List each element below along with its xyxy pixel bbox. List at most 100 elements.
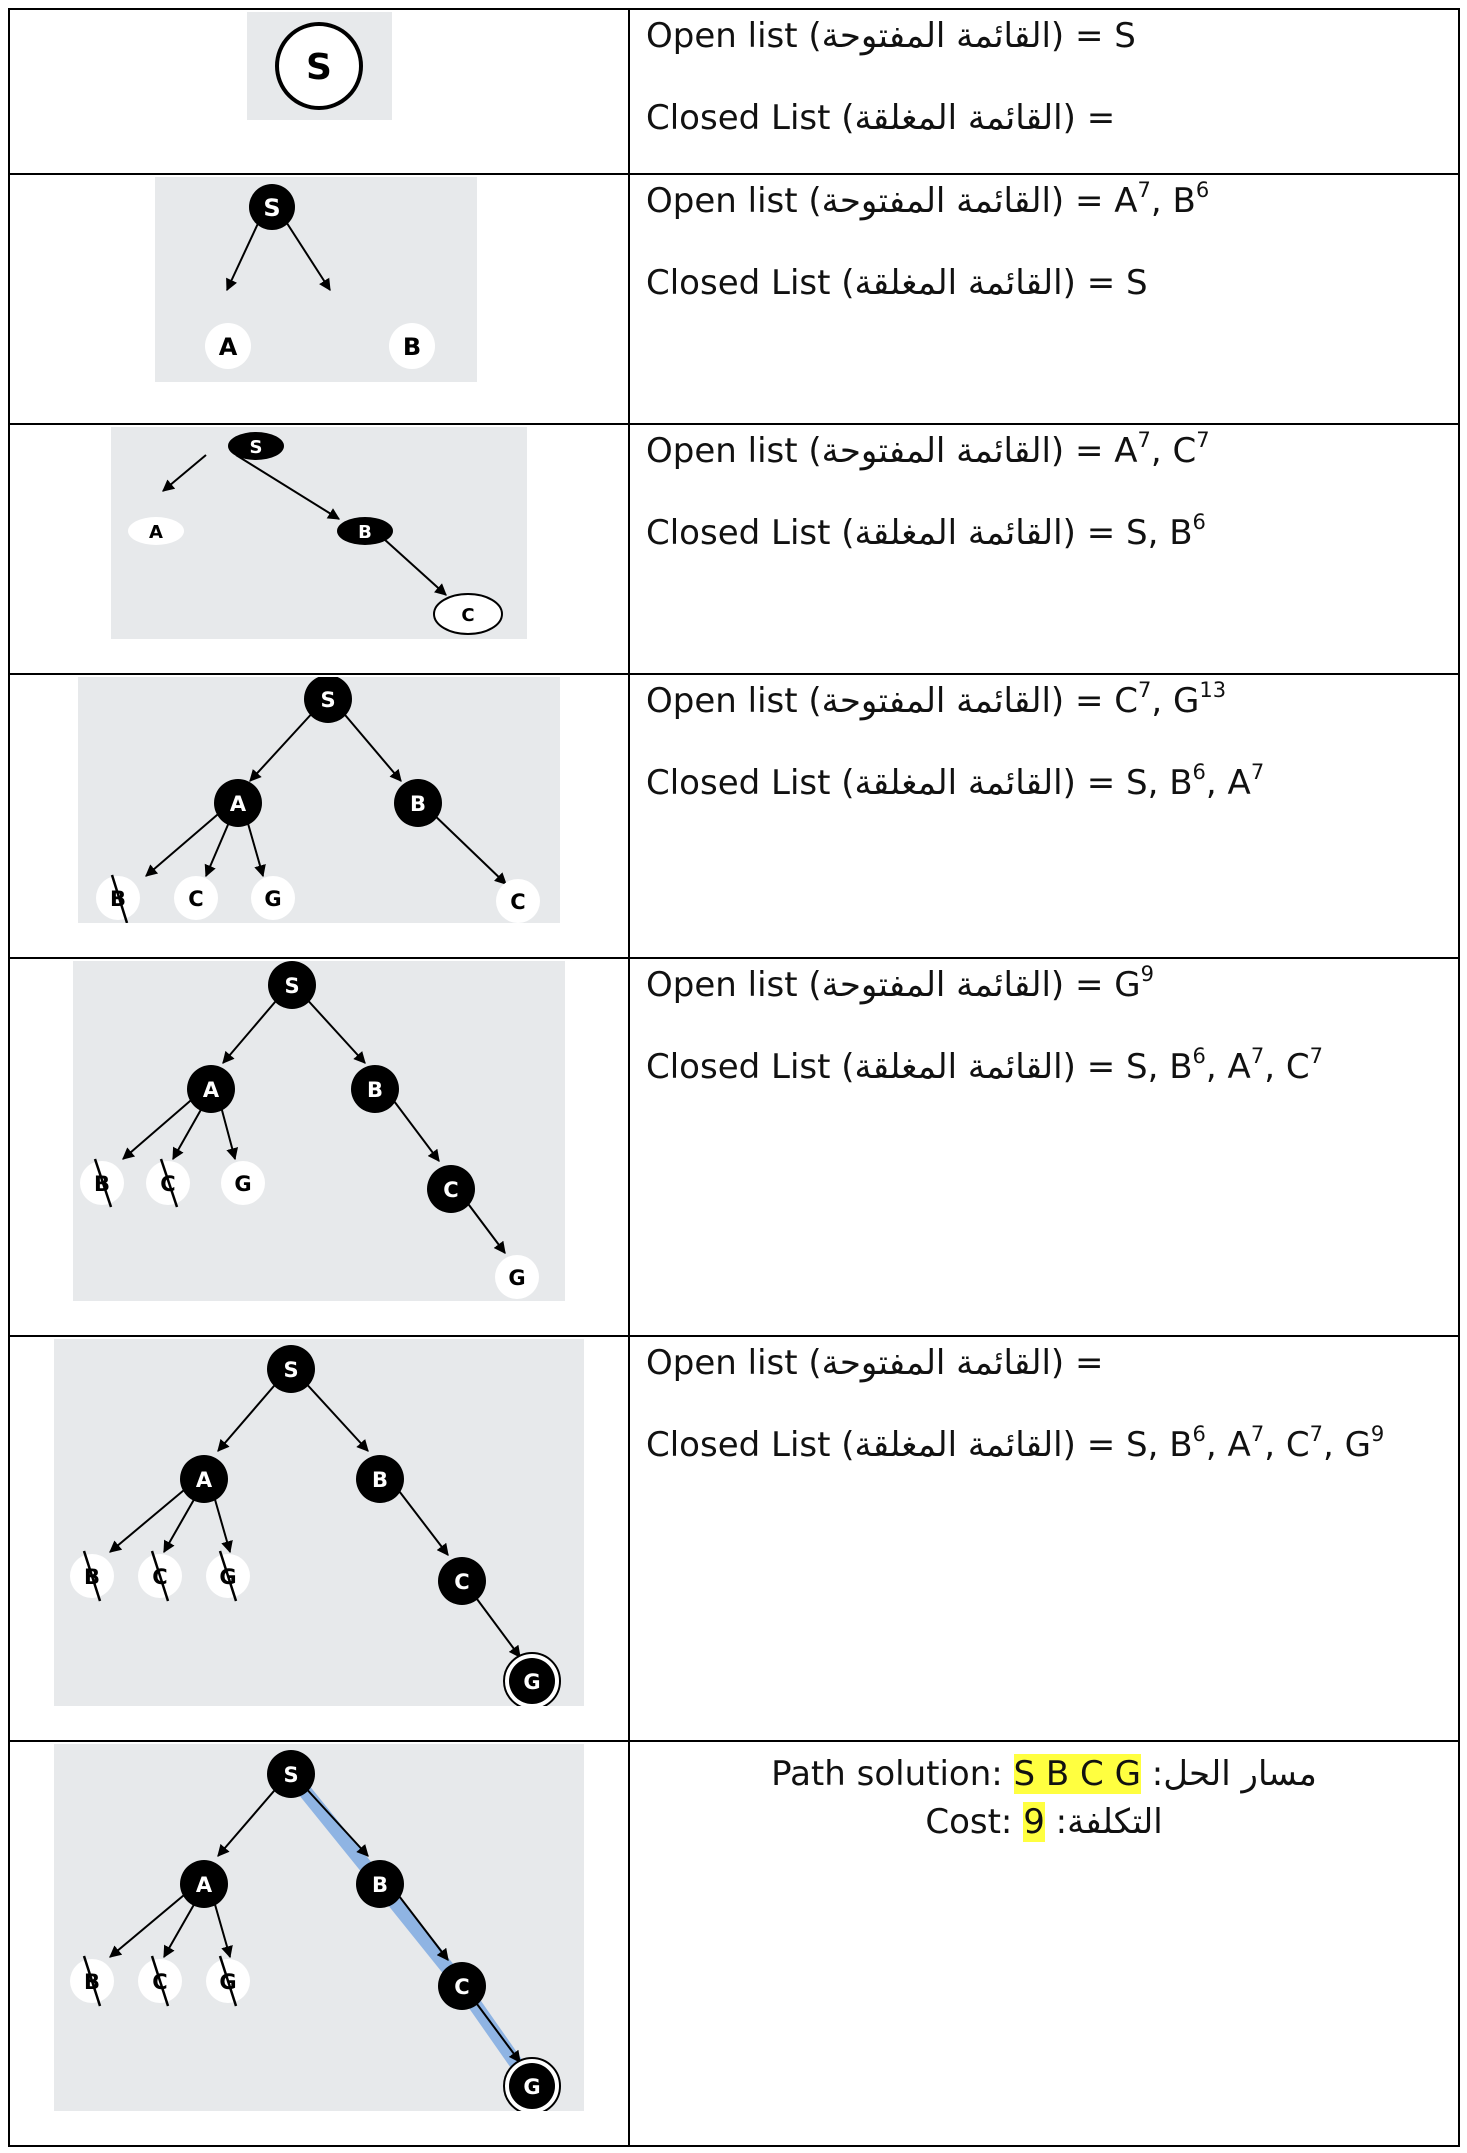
list-node-name: S — [1126, 763, 1148, 803]
list-node-name: A — [1227, 763, 1251, 803]
path-label-ar: مسار الحل: — [1151, 1754, 1317, 1794]
list-node-name: A — [1114, 431, 1138, 471]
list-node-cost: 6 — [1192, 1043, 1206, 1068]
open-list-line-5: Open list (القائمة المفتوحة) = G9 — [646, 963, 1154, 1005]
node-B: B — [356, 1455, 404, 1503]
node-G: G — [251, 876, 295, 920]
svg-text:A: A — [203, 1078, 220, 1102]
node-S: S — [228, 432, 284, 460]
svg-text:C: C — [454, 1975, 469, 1999]
closed-list-label-ar: (القائمة المغلقة) — [841, 263, 1076, 303]
node-A: A — [205, 323, 251, 369]
list-cell-6: Open list (القائمة المفتوحة) = Closed Li… — [628, 1335, 1460, 1742]
list-node-cost: 6 — [1192, 1421, 1206, 1446]
open-list-label-ar: (القائمة المفتوحة) — [808, 431, 1065, 471]
equals-sign: = — [1086, 1047, 1116, 1087]
node-B-pruned: B — [80, 1158, 124, 1208]
closed-list-line-3: Closed List (القائمة المغلقة) = S, B6 — [646, 509, 1206, 553]
equals-sign: = — [1074, 1343, 1104, 1383]
node-B: B — [356, 1860, 404, 1908]
node-A: A — [187, 1065, 235, 1113]
list-node-name: G — [1173, 681, 1200, 721]
closed-list-label-ar: (القائمة المغلقة) — [841, 1047, 1076, 1087]
equals-sign: = — [1074, 431, 1104, 471]
list-node-cost: 7 — [1137, 177, 1151, 202]
list-node-cost: 7 — [1137, 427, 1151, 452]
tree-svg-7: S A B B C G C G — [70, 1750, 561, 2111]
list-node-name: S — [1126, 513, 1148, 553]
open-list-label-ar: (القائمة المفتوحة) — [808, 965, 1065, 1005]
svg-text:B: B — [358, 522, 372, 543]
node-S: S — [267, 1750, 315, 1798]
closed-list-label-ar: (القائمة المغلقة) — [841, 513, 1076, 553]
tree-diagram-7: S A B B C G C G — [54, 1744, 584, 2111]
list-node-name: B — [1169, 763, 1193, 803]
open-list-line-3: Open list (القائمة المفتوحة) = A7, C7 — [646, 427, 1210, 471]
path-value: S B C G — [1013, 1754, 1141, 1794]
equals-sign: = — [1086, 263, 1116, 303]
svg-text:S: S — [263, 194, 280, 222]
trace-row-1: S Open list (القائمة المفتوحة) = S Close… — [8, 8, 1460, 175]
trace-row-6: S A B B C G C G Open list (القائمة المفت… — [8, 1335, 1460, 1742]
tree-cell-5: S A B B C G C G — [8, 957, 630, 1337]
tree-svg-5: S A B B C G C G — [80, 961, 539, 1299]
node-S: S — [267, 1345, 315, 1393]
node-C: C — [438, 1557, 486, 1605]
list-node-name: G — [1114, 965, 1141, 1005]
svg-text:G: G — [264, 887, 281, 911]
open-list-line-1: Open list (القائمة المفتوحة) = S — [646, 16, 1136, 56]
cost-value: 9 — [1023, 1802, 1045, 1842]
tree-diagram-3: S A B C — [111, 427, 527, 639]
svg-text:B: B — [94, 1172, 110, 1196]
tree-svg-1: S — [275, 22, 363, 110]
list-node-cost: 7 — [1196, 427, 1210, 452]
open-list-line-4: Open list (القائمة المفتوحة) = C7, G13 — [646, 677, 1227, 721]
list-node-name: B — [1172, 181, 1196, 221]
svg-text:A: A — [196, 1468, 213, 1492]
svg-text:S: S — [306, 47, 332, 88]
list-node-name: S — [1114, 16, 1136, 56]
closed-list-label: Closed List — [646, 1047, 831, 1087]
tree-svg-4: S A B B C G C — [96, 677, 540, 923]
list-node-name: A — [1114, 181, 1138, 221]
closed-list-label: Closed List — [646, 98, 831, 138]
svg-text:C: C — [510, 890, 525, 914]
tree-cell-6: S A B B C G C G — [8, 1335, 630, 1742]
tree-diagram-2: S A B — [155, 177, 477, 382]
svg-text:C: C — [461, 605, 474, 626]
svg-text:B: B — [372, 1468, 388, 1492]
equals-sign: = — [1086, 513, 1116, 553]
open-list-label-ar: (القائمة المفتوحة) — [808, 1343, 1065, 1383]
closed-list-label: Closed List — [646, 1425, 831, 1465]
node-A: A — [128, 517, 184, 545]
open-list-label: Open list — [646, 681, 798, 721]
open-list-label: Open list — [646, 16, 798, 56]
list-node-name: C — [1285, 1425, 1310, 1465]
svg-text:S: S — [250, 437, 263, 458]
trace-row-3: S A B C Open list (القائمة المفتوحة) = A… — [8, 423, 1460, 675]
node-G-goal: G — [503, 2057, 561, 2111]
svg-text:S: S — [283, 1763, 298, 1787]
list-cell-1: Open list (القائمة المفتوحة) = S Closed … — [628, 8, 1460, 175]
svg-text:A: A — [196, 1873, 213, 1897]
solution-path-highlight — [285, 1769, 538, 2091]
list-node-name: G — [1344, 1425, 1371, 1465]
node-C: C — [438, 1962, 486, 2010]
equals-sign: = — [1074, 181, 1104, 221]
node-C: C — [174, 876, 218, 920]
list-node-cost: 7 — [1138, 677, 1152, 702]
trace-row-4: S A B B C G C Open list (القائمة المفتوح… — [8, 673, 1460, 959]
node-A: A — [214, 779, 262, 827]
svg-text:G: G — [508, 1266, 525, 1290]
node-B: B — [351, 1065, 399, 1113]
tree-cell-2: S A B — [8, 173, 630, 425]
path-solution-line: Path solution: S B C G مسار الحل: — [630, 1754, 1458, 1794]
list-node-name: C — [1114, 681, 1139, 721]
list-node-name: S — [1126, 263, 1148, 303]
svg-text:G: G — [523, 2075, 540, 2099]
svg-text:G: G — [523, 1670, 540, 1694]
tree-diagram-6: S A B B C G C G — [54, 1339, 584, 1706]
open-list-label: Open list — [646, 431, 798, 471]
list-node-cost: 7 — [1309, 1421, 1323, 1446]
closed-list-line-4: Closed List (القائمة المغلقة) = S, B6, A… — [646, 759, 1265, 803]
